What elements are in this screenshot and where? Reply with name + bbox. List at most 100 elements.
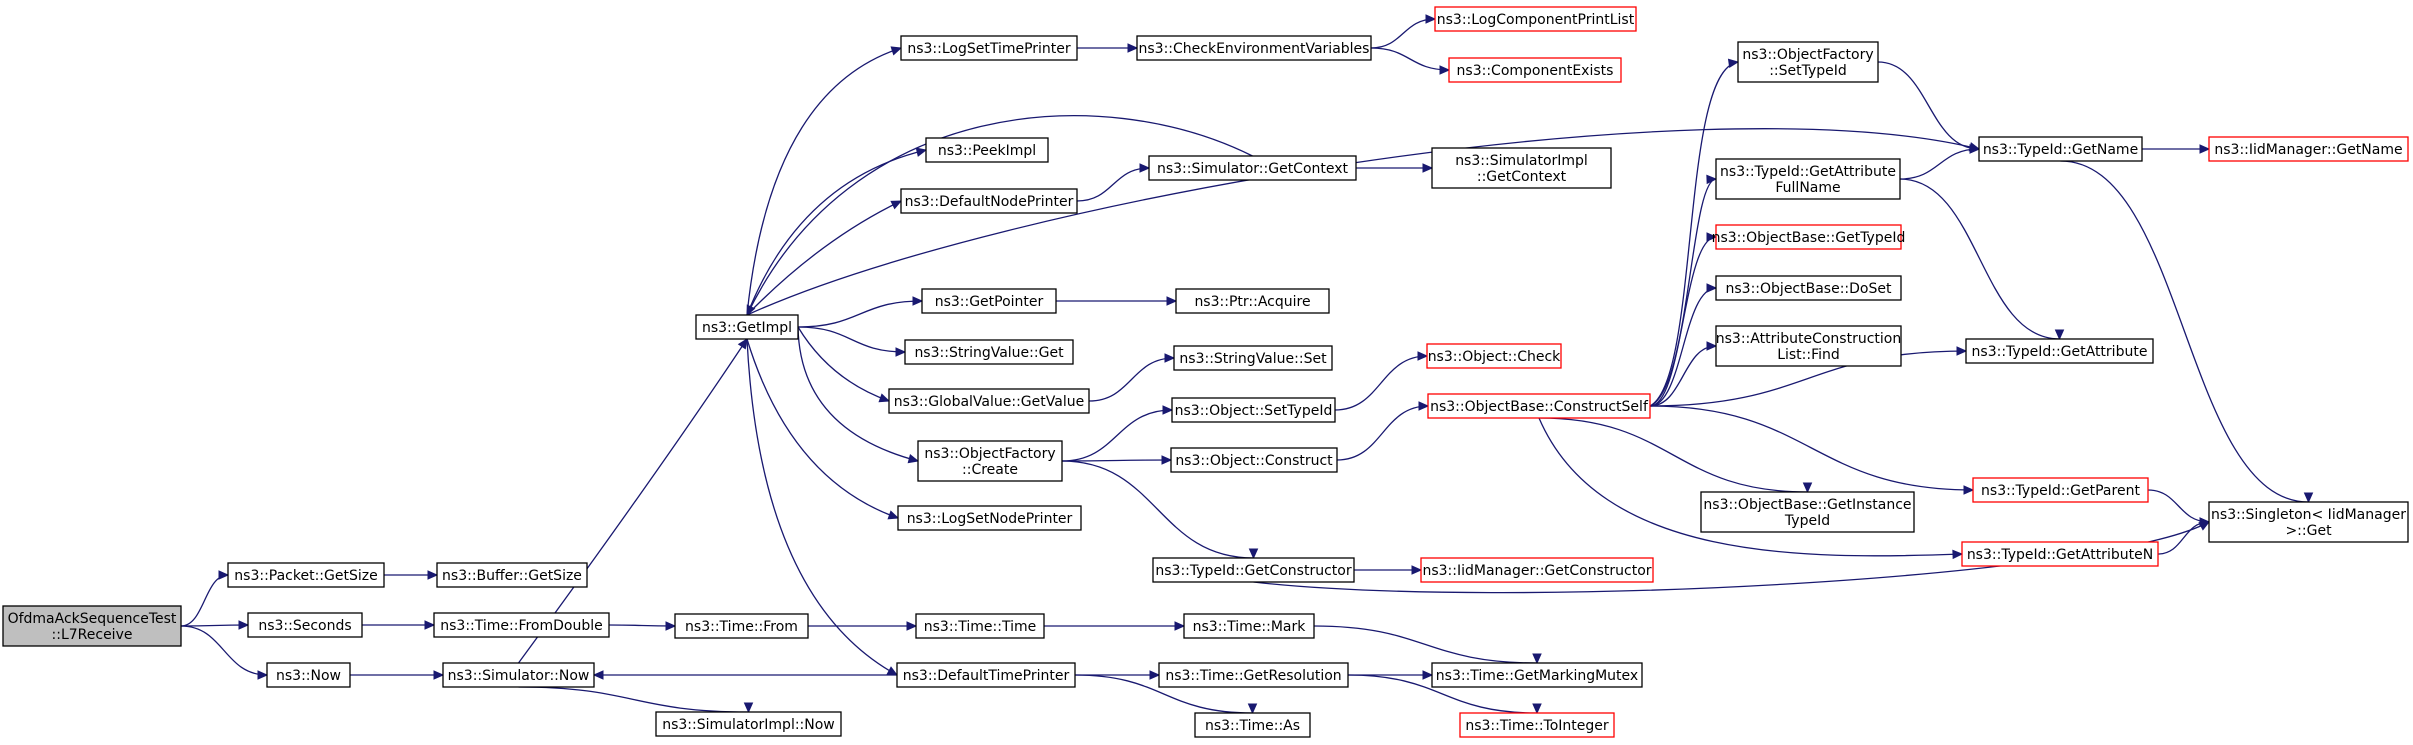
edge-time_from-to-time_time <box>808 621 918 631</box>
node-label: ns3::GetImpl <box>702 320 792 336</box>
node-label: ns3::TypeId::GetAttributeN <box>1967 547 2153 563</box>
node-box <box>888 388 1090 414</box>
edge-defaulttimeprinter-to-simulator_now <box>592 670 898 680</box>
node-object-settypeid[interactable]: ns3::Object::SetTypeId <box>1171 397 1336 423</box>
node-lognodeprinter[interactable]: ns3::LogSetNodePrinter <box>897 505 1082 531</box>
edge-packet_getsize-to-buffer_getsize <box>384 570 439 580</box>
node-box <box>1152 557 1355 583</box>
node-simulatorimpl-now[interactable]: ns3::SimulatorImpl::Now <box>655 711 842 737</box>
node-time-as[interactable]: ns3::Time::As <box>1194 712 1311 738</box>
edge-objectbase_constructself-to-typeid_getattribute <box>1649 346 1968 407</box>
node-time-fromdouble[interactable]: ns3::Time::FromDouble <box>433 612 610 638</box>
node-iidmanager-getconstructor[interactable]: ns3::IidManager::GetConstructor <box>1420 557 1654 583</box>
node-typeid-getconstructor[interactable]: ns3::TypeId::GetConstructor <box>1152 557 1355 583</box>
node-simulator-getcontext[interactable]: ns3::Simulator::GetContext <box>1148 155 1357 181</box>
node-getpointer[interactable]: ns3::GetPointer <box>921 288 1057 314</box>
node-box <box>904 339 1074 365</box>
node-checkenvvars[interactable]: ns3::CheckEnvironmentVariables <box>1136 35 1372 61</box>
node-objectbase-doset[interactable]: ns3::ObjectBase::DoSet <box>1715 275 1902 301</box>
node-label: ns3::Time::ToInteger <box>1465 718 1609 734</box>
node-now[interactable]: ns3::Now <box>266 662 351 688</box>
node-label: ns3::Time::Mark <box>1193 619 1307 635</box>
node-defaultnodeprinter[interactable]: ns3::DefaultNodePrinter <box>900 188 1078 214</box>
node-buffer-getsize[interactable]: ns3::Buffer::GetSize <box>436 562 588 588</box>
node-seconds[interactable]: ns3::Seconds <box>247 612 363 638</box>
node-label: >::Get <box>2285 523 2332 539</box>
node-stringvalue-get[interactable]: ns3::StringValue::Get <box>904 339 1074 365</box>
node-label: ns3::ObjectFactory <box>1742 47 1873 63</box>
edge-time_fromdouble-to-time_from <box>608 621 677 631</box>
node-label: ns3::Time::From <box>685 619 798 635</box>
node-packet-getsize[interactable]: ns3::Packet::GetSize <box>227 562 385 588</box>
node-label: ns3::Object::Construct <box>1175 453 1333 469</box>
node-box <box>1434 6 1637 32</box>
edge-objectfactory_create-to-typeid_getconstructor <box>1061 460 1259 560</box>
node-logcomponentprintlist[interactable]: ns3::LogComponentPrintList <box>1434 6 1637 32</box>
nodes: OfdmaAckSequenceTest::L7Receive ns3::Pack… <box>2 6 2409 738</box>
node-box <box>1459 712 1615 738</box>
node-objectfactory-settypeid[interactable]: ns3::ObjectFactory::SetTypeId <box>1737 41 1879 83</box>
node-label: ::GetContext <box>1477 169 1567 185</box>
node-box <box>1978 136 2143 162</box>
node-box <box>266 662 351 688</box>
node-object-check[interactable]: ns3::Object::Check <box>1426 343 1562 369</box>
node-box <box>1427 393 1651 419</box>
node-time-from[interactable]: ns3::Time::From <box>674 613 809 639</box>
node-simulatorimpl-getcontext[interactable]: ns3::SimulatorImpl::GetContext <box>1431 147 1612 189</box>
edge-objectbase_constructself-to-objectbase_getinstancetypeid <box>1538 417 1813 494</box>
edge-time_getresolution-to-time_tointeger <box>1347 674 1542 715</box>
node-getimpl[interactable]: ns3::GetImpl <box>695 314 799 340</box>
node-peekimpl[interactable]: ns3::PeekImpl <box>925 137 1049 163</box>
node-objectfactory-create[interactable]: ns3::ObjectFactory::Create <box>917 440 1063 482</box>
node-label: ns3::ObjectBase::DoSet <box>1726 281 1892 297</box>
node-typeid-getattribute[interactable]: ns3::TypeId::GetAttribute <box>1965 338 2154 364</box>
node-label: ns3::Buffer::GetSize <box>442 568 582 584</box>
node-time-mark[interactable]: ns3::Time::Mark <box>1183 613 1315 639</box>
node-box <box>900 35 1078 61</box>
node-box <box>1183 613 1315 639</box>
node-box <box>1426 343 1562 369</box>
node-time-getmarkingmutex[interactable]: ns3::Time::GetMarkingMutex <box>1431 662 1643 688</box>
node-typeid-getname[interactable]: ns3::TypeId::GetName <box>1978 136 2143 162</box>
edge-defaultnodeprinter-to-simulator_getcontext <box>1076 163 1151 202</box>
node-label: ::SetTypeId <box>1769 63 1847 79</box>
edge-objectbase_constructself-to-objectbase_doset <box>1649 283 1718 407</box>
node-label: ns3::DefaultTimePrinter <box>903 668 1070 684</box>
edge-objectbase_constructself-to-objectfactory_settypeid <box>1649 58 1740 407</box>
node-root[interactable]: OfdmaAckSequenceTest::L7Receive <box>2 605 182 647</box>
node-label: ns3::Time::GetResolution <box>1165 668 1341 684</box>
node-box <box>1715 224 1902 250</box>
node-object-construct[interactable]: ns3::Object::Construct <box>1170 447 1338 473</box>
node-box <box>1194 712 1311 738</box>
node-iidmanager-getname[interactable]: ns3::IidManager::GetName <box>2208 136 2409 162</box>
edge-getimpl-to-objectfactory_create <box>797 326 920 464</box>
node-simulator-now[interactable]: ns3::Simulator::Now <box>442 662 595 688</box>
node-time-time[interactable]: ns3::Time::Time <box>915 613 1045 639</box>
node-singleton-get[interactable]: ns3::Singleton< IidManager >::Get <box>2208 501 2409 543</box>
node-stringvalue-set[interactable]: ns3::StringValue::Set <box>1173 345 1333 371</box>
node-componentexists[interactable]: ns3::ComponentExists <box>1448 57 1622 83</box>
node-time-tointeger[interactable]: ns3::Time::ToInteger <box>1459 712 1615 738</box>
node-label: ns3::TypeId::GetAttribute <box>1972 344 2148 360</box>
edge-simulator_now-to-simulatorimpl_now <box>518 686 754 714</box>
node-defaulttimeprinter[interactable]: ns3::DefaultTimePrinter <box>896 662 1076 688</box>
node-objectbase-gettypeid[interactable]: ns3::ObjectBase::GetTypeId <box>1712 224 1906 250</box>
node-globalvalue-getvalue[interactable]: ns3::GlobalValue::GetValue <box>888 388 1090 414</box>
edge-objectbase_constructself-to-attributeconstructionlist_find <box>1649 341 1718 407</box>
node-box <box>915 613 1045 639</box>
node-typeid-getattributen[interactable]: ns3::TypeId::GetAttributeN <box>1961 541 2159 567</box>
node-objectbase-constructself[interactable]: ns3::ObjectBase::ConstructSelf <box>1427 393 1651 419</box>
node-label: ns3::LogSetTimePrinter <box>907 41 1071 57</box>
edge-root-to-seconds <box>180 620 250 630</box>
node-logsettimeprinter[interactable]: ns3::LogSetTimePrinter <box>900 35 1078 61</box>
node-label: ns3::TypeId::GetParent <box>1981 483 2140 499</box>
node-box <box>921 288 1057 314</box>
node-typeid-getparent[interactable]: ns3::TypeId::GetParent <box>1972 477 2149 503</box>
node-ptr-acquire[interactable]: ns3::Ptr::Acquire <box>1175 288 1330 314</box>
node-label: ns3::Time::Time <box>924 619 1036 635</box>
node-time-getresolution[interactable]: ns3::Time::GetResolution <box>1158 662 1349 688</box>
